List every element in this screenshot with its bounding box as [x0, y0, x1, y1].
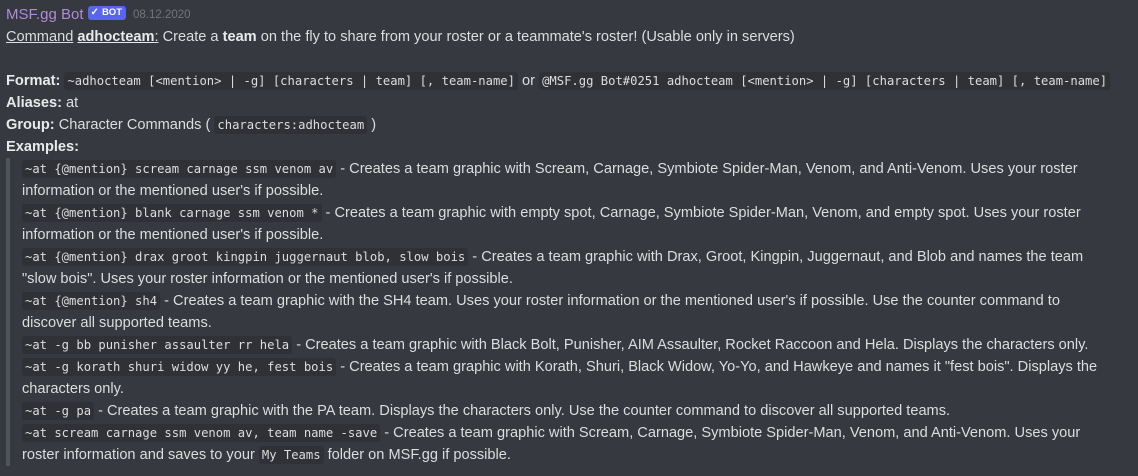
command-line: Command adhocteam: Create a team on the … [6, 29, 795, 45]
example-item: ~at {@mention} scream carnage ssm venom … [22, 158, 1118, 202]
example-text: - Creates a team graphic with Scream, Ca… [22, 161, 1078, 199]
example-text-end: folder on MSF.gg if possible. [323, 447, 511, 463]
example-code: ~at {@mention} blank carnage ssm venom * [22, 204, 322, 222]
example-item: ~at -g korath shuri widow yy he, fest bo… [22, 356, 1118, 400]
format-label: Format: [6, 73, 61, 89]
message-header: MSF.gg Bot ✓BOT 08.12.2020 [6, 4, 1134, 26]
aliases-value: at [61, 95, 79, 111]
example-item: ~at scream carnage ssm venom av, team na… [22, 422, 1118, 466]
example-text: - Creates a team graphic with Drax, Groo… [22, 249, 1084, 287]
example-item: ~at {@mention} sh4 - Creates a team grap… [22, 290, 1118, 334]
example-text: - Creates a team graphic with Korath, Sh… [22, 359, 1098, 397]
bot-message: MSF.gg Bot ✓BOT 08.12.2020 Command adhoc… [6, 4, 1134, 466]
examples-quote: ~at {@mention} scream carnage ssm venom … [6, 158, 1118, 466]
example-item: ~at -g bb punisher assaulter rr hela - C… [22, 334, 1118, 356]
example-item: ~at {@mention} drax groot kingpin jugger… [22, 246, 1118, 290]
group-close: ) [367, 117, 377, 133]
example-code: ~at -g bb punisher assaulter rr hela [22, 336, 293, 354]
example-text: - Creates a team graphic with Black Bolt… [292, 337, 1089, 353]
example-text: - Creates a team graphic with empty spot… [22, 205, 1081, 243]
example-code: ~at {@mention} sh4 [22, 292, 161, 310]
example-code: ~at scream carnage ssm venom av, team na… [22, 424, 381, 442]
example-text: - Creates a team graphic with the PA tea… [94, 403, 951, 419]
command-desc-1: Create a [162, 29, 223, 45]
aliases-label: Aliases: [6, 95, 62, 111]
example-item: ~at -g pa - Creates a team graphic with … [22, 400, 1118, 422]
command-desc-bold: team [222, 29, 257, 45]
format-code-2: @MSF.gg Bot#0251 adhocteam [<mention> | … [539, 72, 1111, 90]
username[interactable]: MSF.gg Bot [6, 6, 84, 23]
example-item: ~at {@mention} blank carnage ssm venom *… [22, 202, 1118, 246]
group-code: characters:adhocteam [214, 116, 368, 134]
example-code: ~at {@mention} drax groot kingpin jugger… [22, 248, 469, 266]
group-line: Group: Character Commands ( characters:a… [6, 114, 1134, 136]
my-teams-code: My Teams [258, 446, 324, 464]
format-or: or [517, 73, 540, 89]
example-text: - Creates a team graphic with Scream, Ca… [22, 425, 1081, 463]
group-value: Character Commands ( [54, 117, 215, 133]
example-text: - Creates a team graphic with the SH4 te… [22, 293, 1060, 331]
command-label: Command [6, 29, 74, 45]
bot-tag: ✓BOT [87, 6, 126, 20]
example-code: ~at {@mention} scream carnage ssm venom … [22, 160, 337, 178]
command-name: adhocteam [77, 29, 155, 45]
example-code: ~at -g korath shuri widow yy he, fest bo… [22, 358, 337, 376]
command-desc-2: on the fly to share from your roster or … [256, 29, 795, 45]
bot-tag-label: BOT [101, 7, 122, 18]
format-code-1: ~adhocteam [<mention> | -g] [characters … [64, 72, 518, 90]
verified-check-icon: ✓ [90, 7, 99, 18]
examples-label: Examples: [6, 139, 80, 155]
aliases-line: Aliases: at [6, 92, 1134, 114]
group-label: Group: [6, 117, 55, 133]
example-code: ~at -g pa [22, 402, 95, 420]
format-line: Format: ~adhocteam [<mention> | -g] [cha… [6, 70, 1134, 92]
timestamp[interactable]: 08.12.2020 [133, 9, 191, 21]
